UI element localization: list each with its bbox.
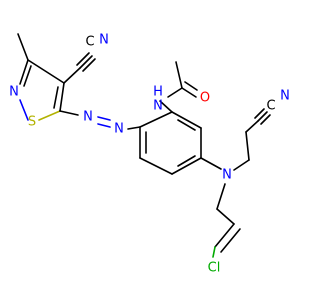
bond-ring-nh — [159, 100, 173, 113]
molecule-structure-diagram: N S C N N N H N O N C N Cl — [9, 33, 290, 276]
bond-c3-n2-double — [23, 65, 32, 87]
bond-ring-2 — [171, 111, 202, 129]
bond-ch2-ch2 — [245, 131, 250, 161]
molecule-svg: N S C N N N H N O N C N Cl — [9, 33, 290, 276]
atom-n-amide: N — [153, 99, 163, 114]
bond-c4-cn — [63, 67, 81, 84]
atom-n-azo-2: N — [114, 122, 124, 137]
atom-c-cyano-ring: C — [85, 35, 94, 50]
bond-carbonyl-methyl — [175, 61, 183, 89]
bond-c5-n-azo — [59, 110, 79, 116]
bond-chain-cn-triple-3 — [260, 114, 271, 125]
bond-cn-triple-3 — [82, 58, 96, 72]
bond-azo-double-a — [97, 116, 111, 121]
atom-n-azo-1: N — [83, 110, 93, 125]
bond-azo-double-b — [97, 123, 111, 128]
atom-n-cyano-chain: N — [280, 89, 290, 104]
bond-ring-1 — [139, 111, 173, 128]
atom-s-isothiazole: S — [28, 115, 36, 130]
bond-n-azo-ring — [127, 126, 141, 130]
atom-h-amide: H — [153, 85, 163, 100]
bond-amine-ch2 — [233, 159, 250, 171]
bond-ring-double-1 — [177, 119, 196, 131]
bond-amine-allyl — [216, 183, 226, 210]
atom-n-cyano-ring: N — [99, 33, 109, 48]
bond-c3-n2 — [19, 59, 29, 85]
atom-n-isothiazole: N — [9, 85, 19, 100]
bond-ring-5 — [139, 157, 173, 175]
bond-c-cl — [212, 246, 216, 258]
atom-cl: Cl — [208, 261, 221, 276]
atom-c-cyano-chain: C — [266, 99, 275, 114]
bond-n2-s1 — [19, 99, 29, 121]
bond-cn-triple-2 — [76, 52, 90, 66]
bond-c3-c4 — [27, 59, 65, 84]
bond-allyl-double-a — [214, 223, 235, 248]
bond-cn-triple-1 — [79, 55, 93, 69]
bond-chain-cn-triple-2 — [254, 108, 265, 119]
bond-s1-c5 — [38, 110, 61, 121]
bond-methyl — [17, 33, 29, 61]
atom-o-amide: O — [200, 91, 210, 106]
bond-nh-carbonyl — [167, 87, 183, 98]
bond-ring-4 — [171, 157, 202, 175]
bond-c-o — [181, 87, 197, 98]
bond-chain-cn-triple-1 — [257, 111, 268, 122]
bond-c4-c5-double — [53, 86, 59, 109]
bond-c4-c5 — [59, 82, 65, 112]
bond-ring-double-2 — [177, 155, 196, 167]
bond-ring-amine — [200, 157, 222, 170]
bond-allyl-double-b — [220, 228, 241, 253]
bond-ch2-cn — [245, 120, 259, 133]
atom-n-amine: N — [222, 168, 232, 183]
bond-allyl-1 — [216, 208, 235, 225]
bond-c-o-double — [184, 81, 198, 91]
atom-labels: N S C N N N H N O N C N Cl — [9, 33, 290, 276]
bonds — [17, 33, 271, 258]
